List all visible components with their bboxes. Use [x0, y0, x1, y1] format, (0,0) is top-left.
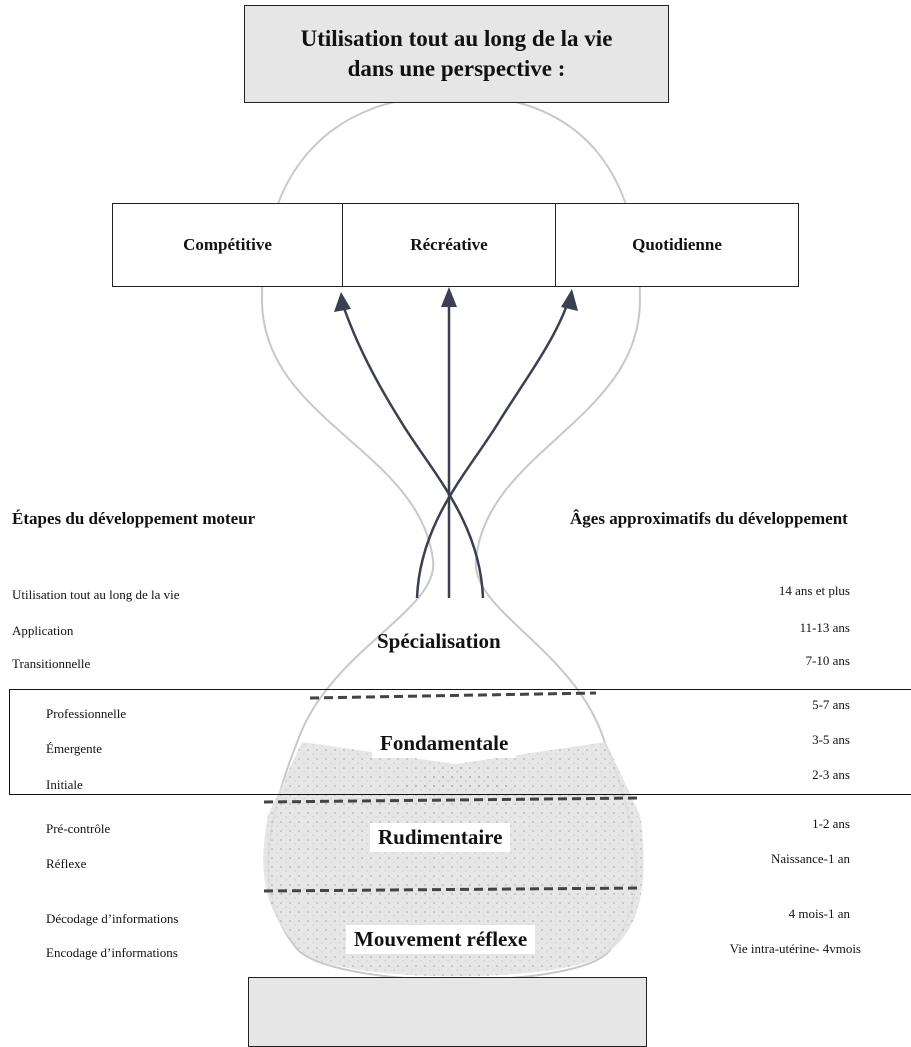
phase-fundamental: Fondamentale [372, 729, 517, 758]
separator-fundamental [309, 691, 597, 700]
title-line-2: dans une perspective : [347, 56, 566, 81]
arrow-competitive [341, 304, 485, 599]
header-ages: Âges approximatifs du développement [570, 509, 848, 528]
age-label: 11-13 ans [799, 620, 850, 635]
stage-label: Encodage d’informations [46, 945, 178, 960]
arrowhead-competitive [334, 292, 351, 312]
phase-rudimentary: Rudimentaire [370, 823, 511, 852]
stage-label: Pré-contrôle [46, 821, 111, 836]
stage-label: Transitionnelle [12, 656, 91, 671]
arrowheads [334, 287, 578, 312]
separator-rudimentary [263, 796, 641, 804]
stage-label: Utilisation tout au long de la vie [12, 587, 180, 602]
age-label: 1-2 ans [812, 816, 850, 831]
title-line-1: Utilisation tout au long de la vie [300, 26, 613, 51]
stage-label: Initiale [46, 777, 83, 792]
stage-label: Application [12, 623, 74, 638]
age-label: 5-7 ans [812, 697, 850, 712]
stage-label: Décodage d’informations [46, 911, 179, 926]
age-label: 3-5 ans [812, 732, 850, 747]
age-label: 14 ans et plus [778, 583, 850, 598]
age-label: Vie intra-utérine- 4vmois [729, 941, 861, 956]
arrowhead-recreational [441, 287, 457, 307]
arrows [341, 300, 570, 599]
arrow-daily [415, 301, 570, 599]
sand-mound [390, 764, 525, 790]
arrowhead-daily [561, 289, 578, 311]
stage-label: Émergente [46, 741, 103, 756]
stage-label: Réflexe [46, 856, 87, 871]
separator-reflex [263, 886, 641, 893]
age-label: 4 mois-1 an [788, 906, 850, 921]
age-label: 7-10 ans [805, 653, 850, 668]
use-competitive: Compétitive [183, 235, 272, 254]
fundamental-box [9, 689, 911, 795]
title-box: Utilisation tout au long de la vie dans … [244, 5, 669, 103]
age-label: Naissance-1 an [770, 851, 850, 866]
hourglass-base [248, 977, 647, 1047]
header-stages: Étapes du développement moteur [12, 509, 256, 528]
phase-specialisation: Spécialisation [377, 629, 501, 653]
stage-label: Professionnelle [46, 706, 127, 721]
use-daily: Quotidienne [555, 204, 798, 286]
age-label: 2-3 ans [812, 767, 850, 782]
uses-row: Compétitive Récréative Quotidienne [112, 203, 799, 287]
phase-reflex: Mouvement réflexe [346, 925, 536, 954]
use-recreational: Récréative [342, 204, 555, 286]
sand-texture [263, 742, 644, 977]
